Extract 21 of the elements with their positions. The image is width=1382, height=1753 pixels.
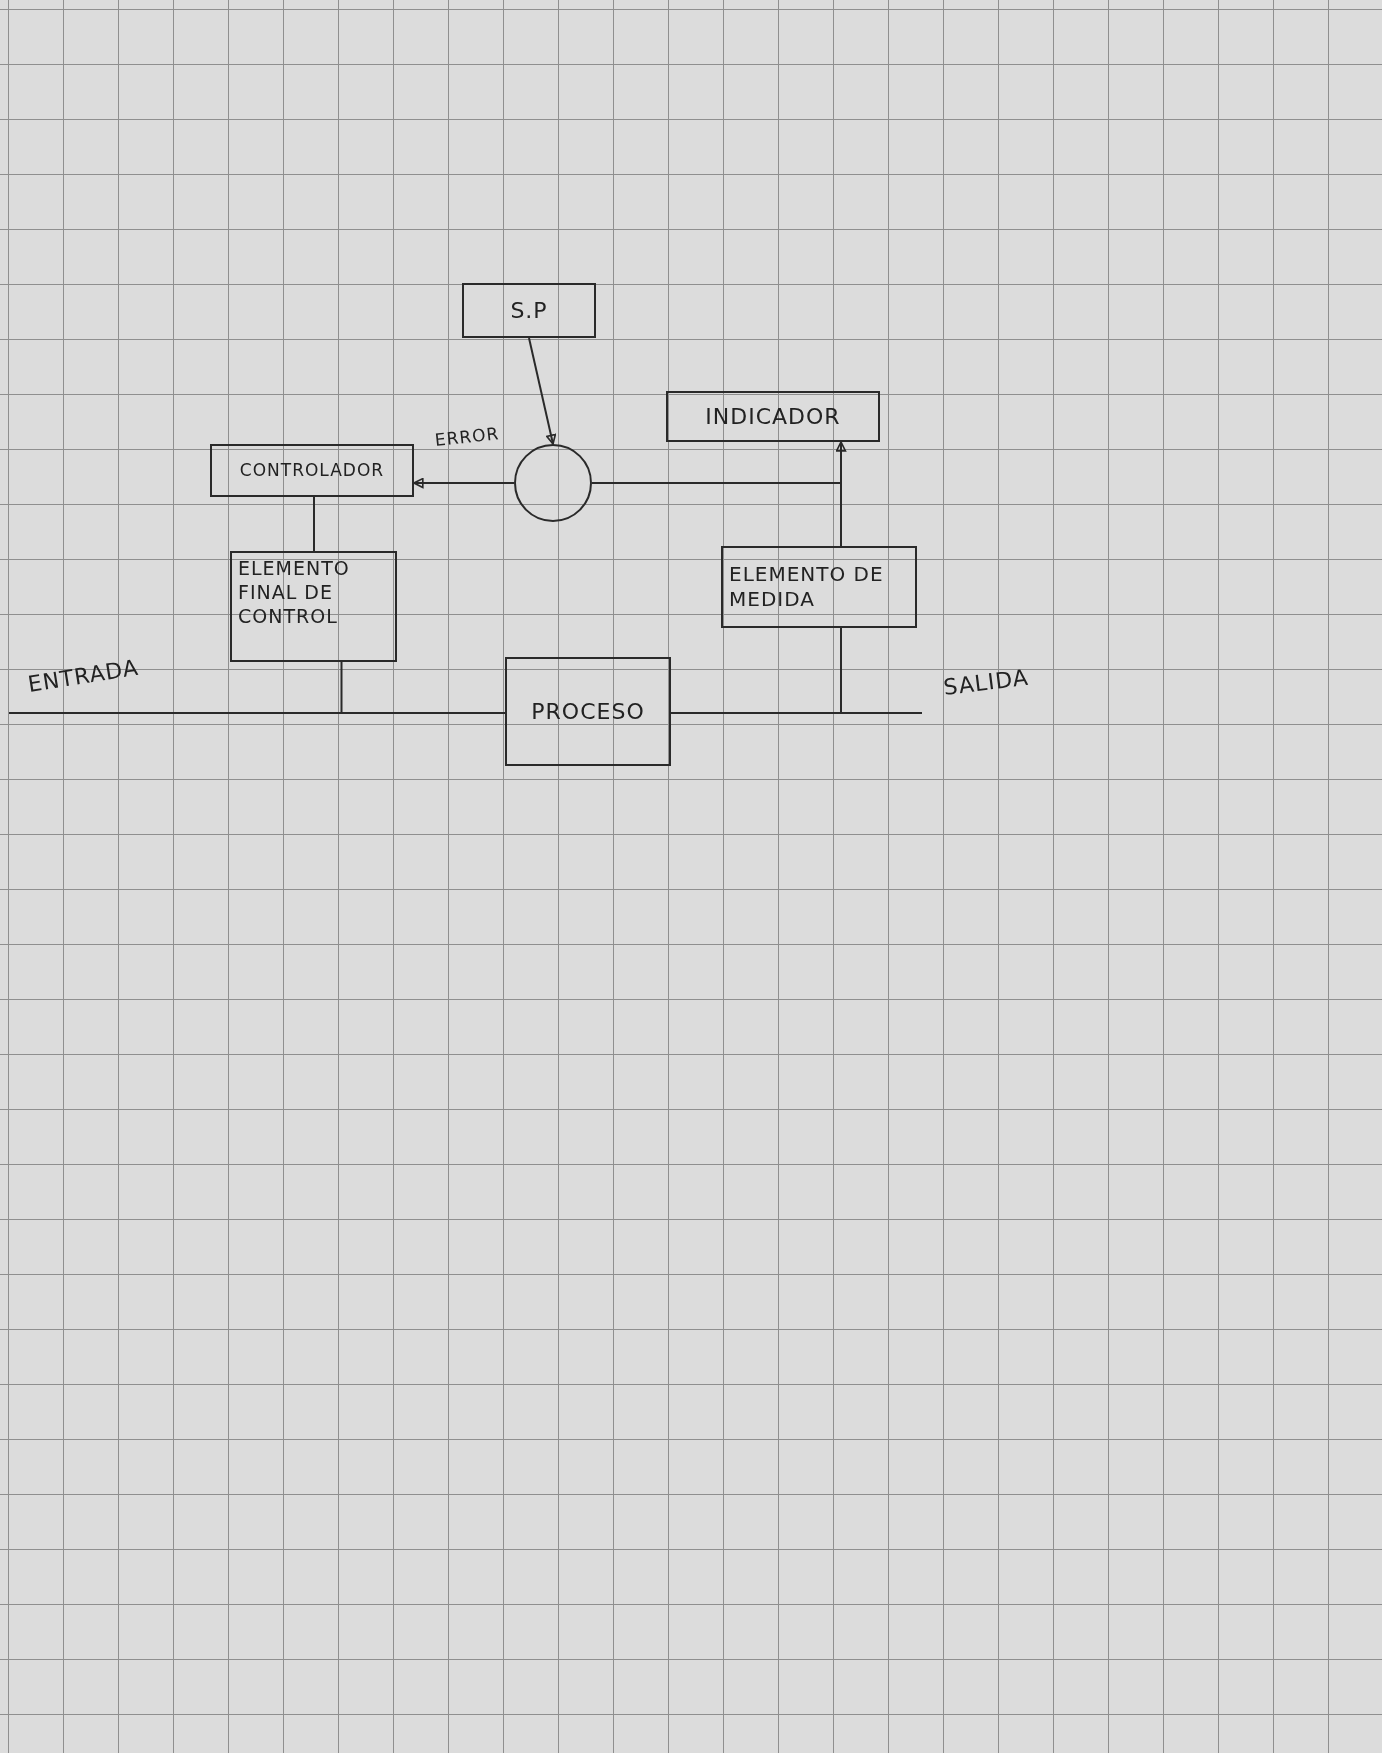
- edge-label: SALIDA: [941, 664, 1031, 700]
- block-label: ELEMENTO DE MEDIDA: [729, 562, 885, 612]
- block-box: [666, 391, 880, 442]
- block-label: INDICADOR: [705, 402, 841, 431]
- block-box: [505, 657, 671, 766]
- block-label: CONTROLADOR: [239, 459, 385, 482]
- block-label: ELEMENTO FINAL DE CONTROL: [238, 557, 351, 629]
- block-box: [721, 546, 917, 628]
- edge-label: ENTRADA: [26, 654, 141, 697]
- edge-label: ERROR: [433, 423, 501, 450]
- block-box: [210, 444, 414, 497]
- arrow: [413, 477, 515, 489]
- block-box: [230, 551, 397, 662]
- block-label: S.P: [510, 296, 548, 325]
- block-label: PROCESO: [531, 697, 645, 726]
- line: [313, 496, 315, 552]
- summing-junction-circle: [514, 444, 592, 522]
- line: [591, 482, 842, 547]
- line: [670, 627, 842, 714]
- block-box: [462, 283, 596, 338]
- arrow: [528, 337, 557, 445]
